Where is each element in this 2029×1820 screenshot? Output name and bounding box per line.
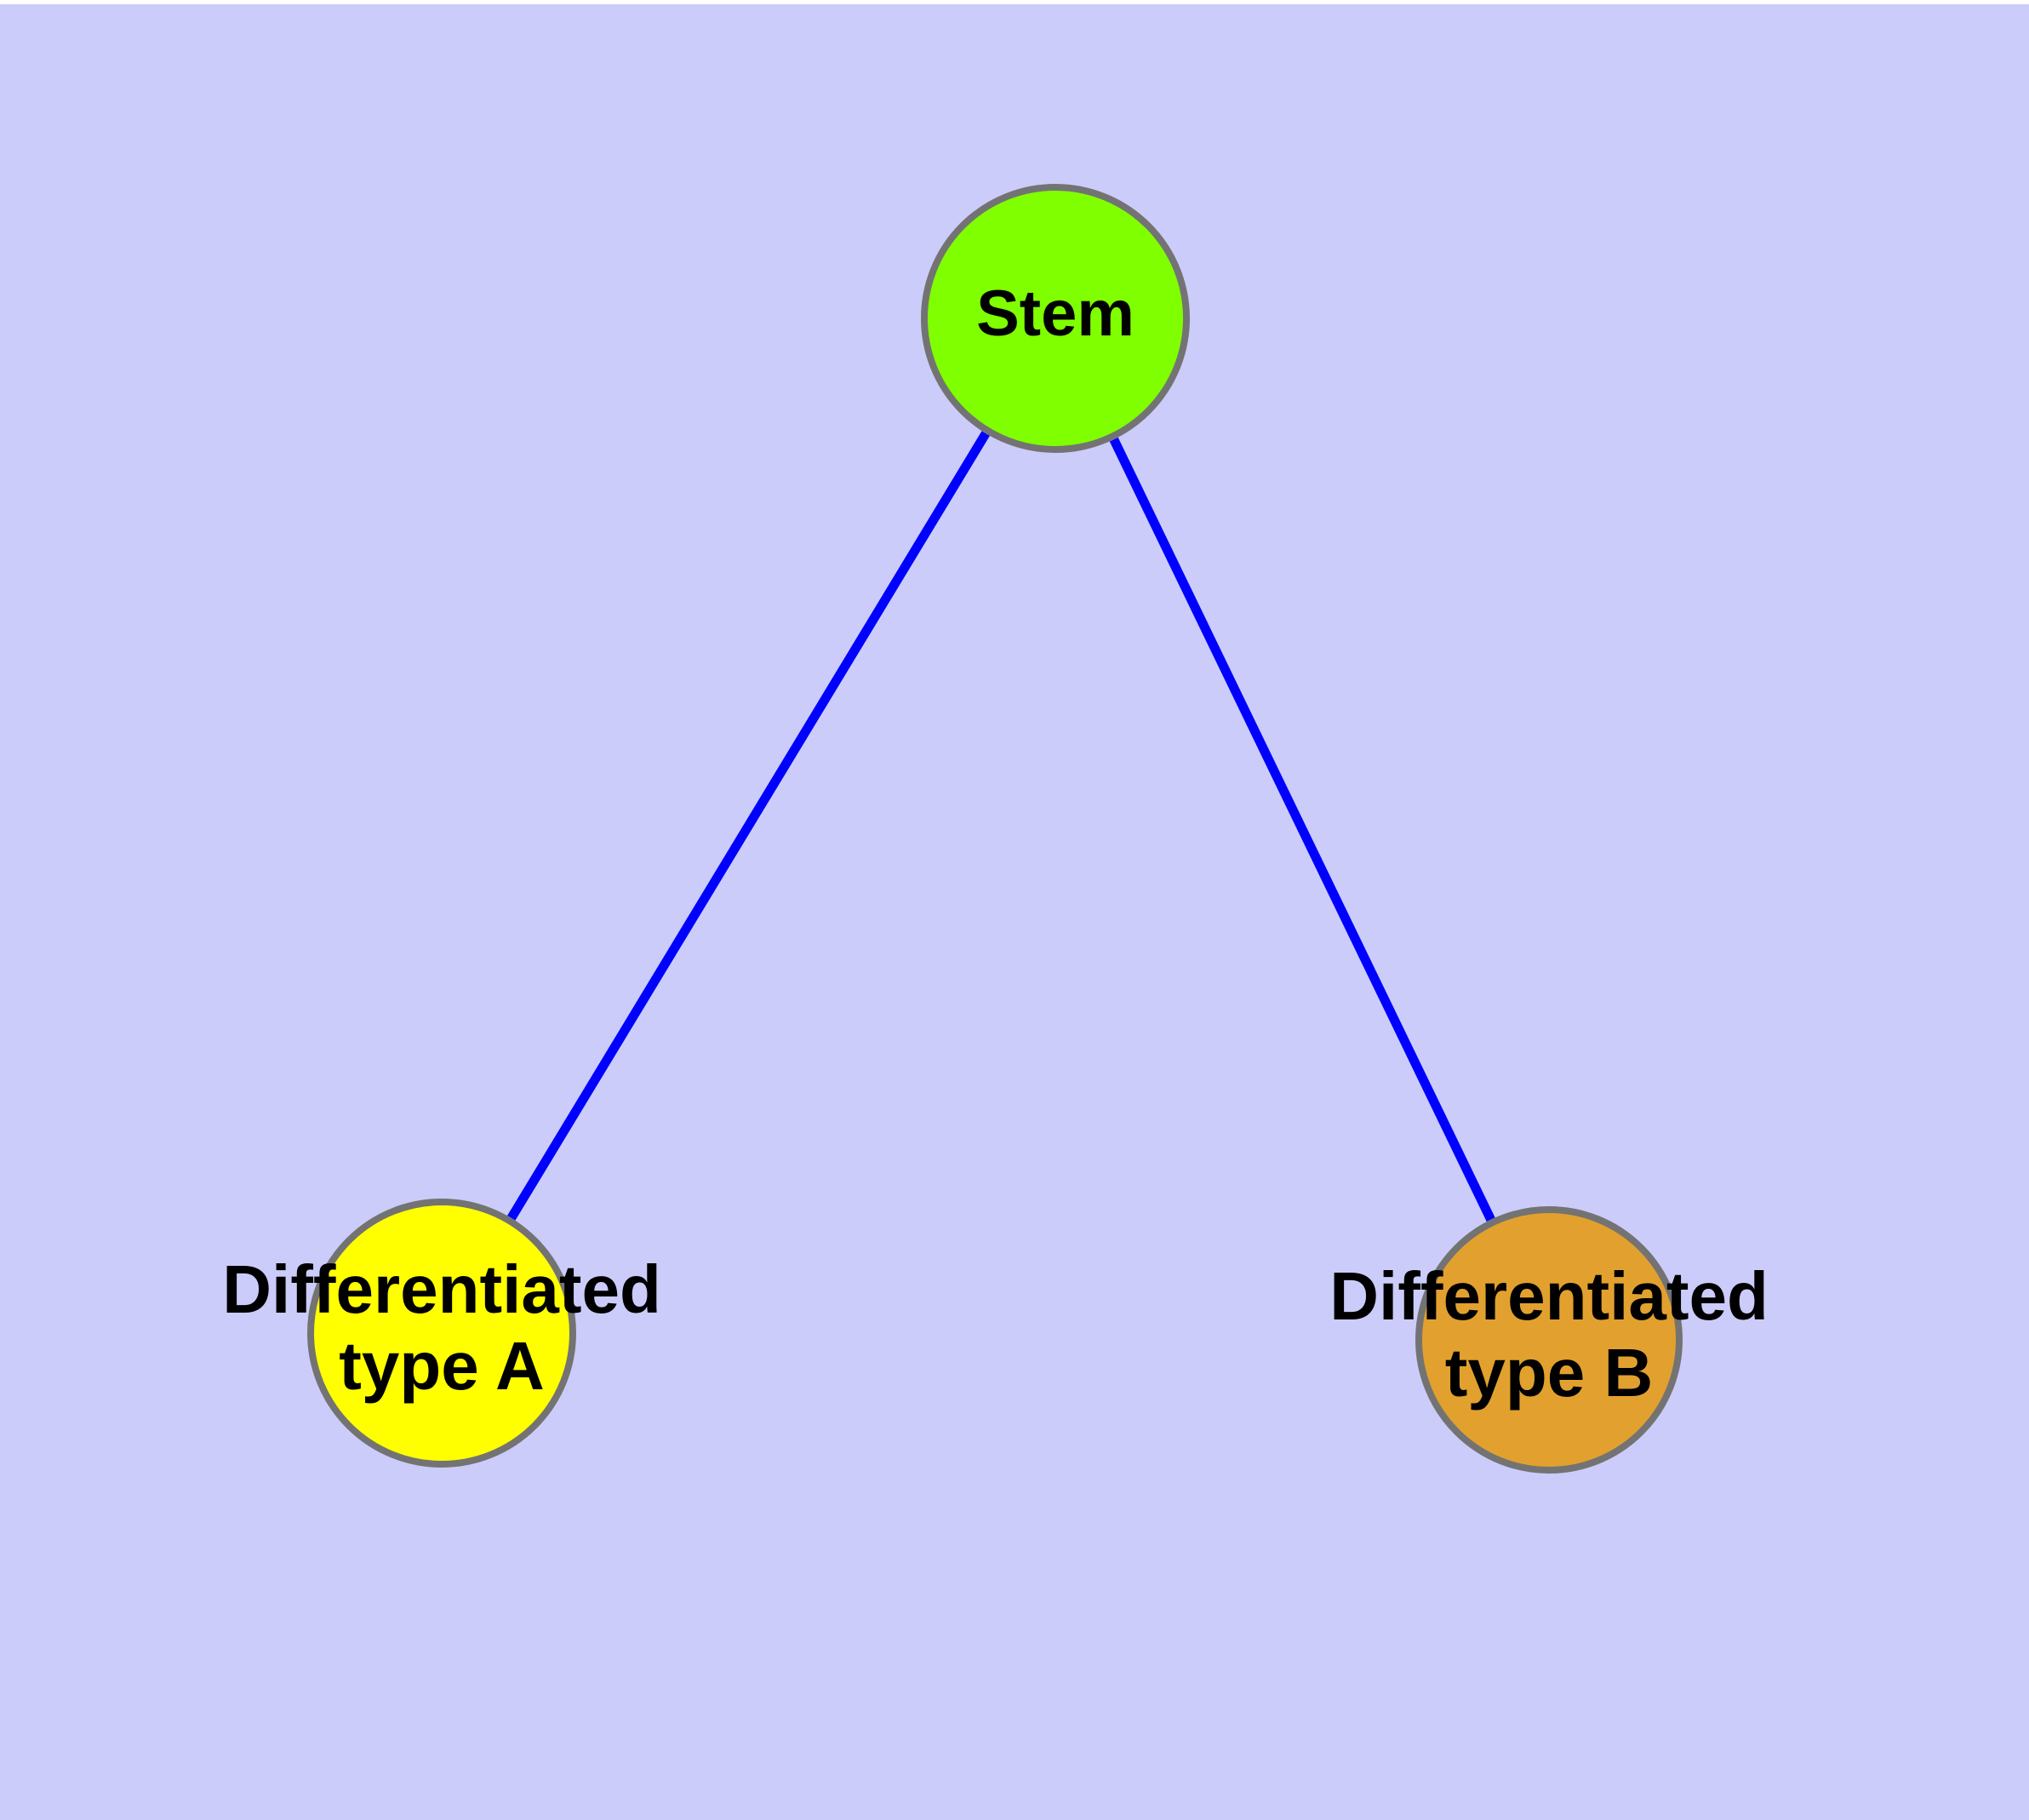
node-differentiated-type-a-circle[interactable] <box>307 1199 576 1468</box>
node-stem[interactable]: Stem <box>921 184 1190 453</box>
node-label-line: type B <box>1445 1335 1654 1411</box>
node-differentiated-type-b-circle[interactable] <box>1415 1206 1683 1474</box>
node-label-line: Differentiated <box>222 1251 661 1327</box>
edge-stem-to-differentiated-type-b[interactable] <box>1109 437 1495 1222</box>
edges-layer <box>507 431 1495 1222</box>
node-stem-circle[interactable] <box>921 184 1190 453</box>
node-label-line: Differentiated <box>1329 1258 1769 1334</box>
node-label-line: type A <box>339 1328 545 1404</box>
node-label-line: Stem <box>976 278 1135 350</box>
node-stem-label: Stem <box>976 278 1135 350</box>
edge-stem-to-differentiated-type-a[interactable] <box>507 431 990 1221</box>
